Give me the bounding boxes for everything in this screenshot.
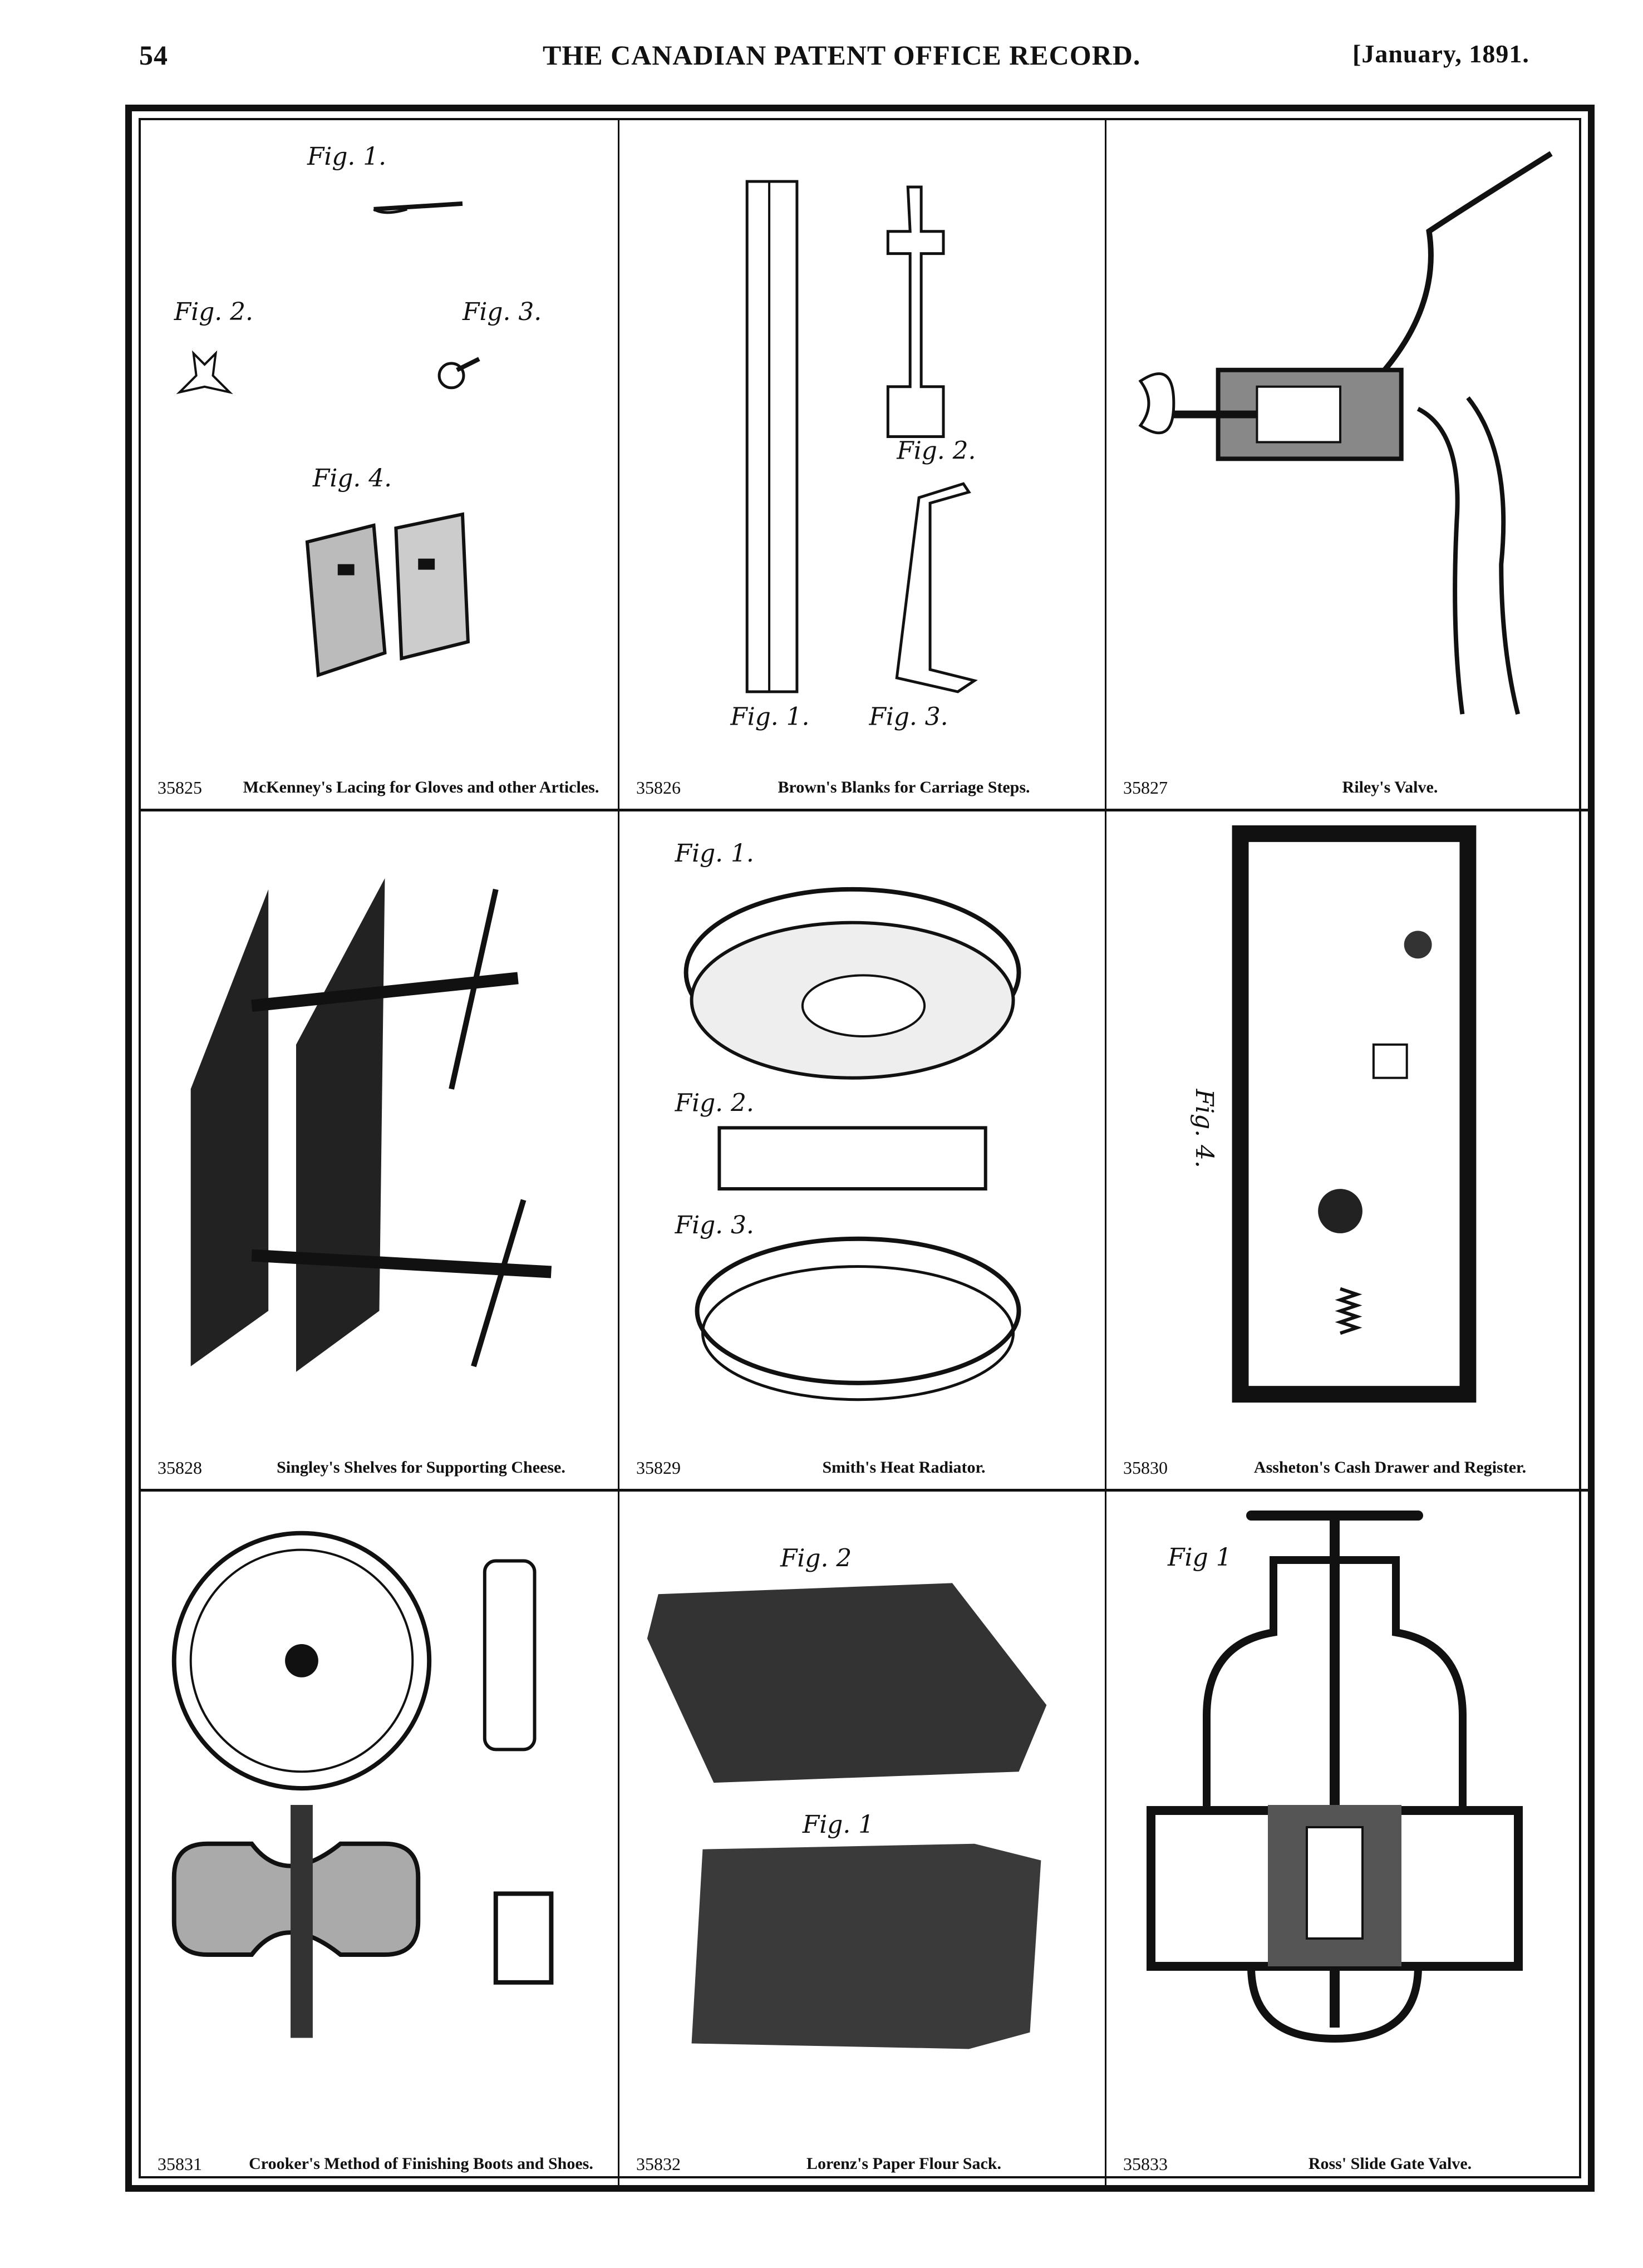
patent-title: Lorenz's Paper Flour Sack.: [806, 2154, 1001, 2173]
glove-lacing-drawing: Fig. 1. Fig. 2. Fig. 3. Fig. 4.: [174, 142, 542, 677]
patent-caption: 35830 Assheton's Cash Drawer and Register…: [1118, 1457, 1579, 1479]
fig-label: Fig. 3.: [868, 703, 948, 731]
fig-label: Fig. 2.: [896, 436, 976, 465]
patent-title: McKenney's Lacing for Gloves and other A…: [243, 778, 599, 796]
patent-caption: 35832 Lorenz's Paper Flour Sack.: [631, 2153, 1094, 2175]
patent-number: 35832: [636, 2154, 681, 2174]
fig-label: Fig. 1.: [307, 142, 386, 171]
fig-label: Fig. 3.: [675, 1211, 754, 1239]
fig-label: Fig. 1: [802, 1811, 874, 1839]
patent-title: Brown's Blanks for Carriage Steps.: [778, 778, 1030, 796]
patent-caption: 35828 Singley's Shelves for Supporting Ch…: [152, 1457, 607, 1479]
patent-title: Riley's Valve.: [1342, 778, 1438, 796]
patent-cell-35828: 35828 Singley's Shelves for Supporting Ch…: [141, 811, 619, 1492]
patent-number: 35833: [1123, 2154, 1168, 2174]
fig-label: Fig. 2: [780, 1544, 852, 1572]
patent-caption: 35831 Crooker's Method of Finishing Boots…: [152, 2153, 607, 2175]
patent-title: Singley's Shelves for Supporting Cheese.: [277, 1458, 565, 1477]
patent-cell-35825: Fig. 1. Fig. 2. Fig. 3. Fig. 4. 35825 McK…: [141, 120, 619, 811]
patent-cell-35832: Fig. 2 Fig. 1 35832 Lorenz's Paper Flour …: [619, 1492, 1106, 2185]
fig-label: Fig. 4.: [312, 464, 392, 493]
patent-number: 35830: [1123, 1458, 1168, 1478]
fig-label: Fig. 1.: [675, 839, 754, 868]
flour-sack-drawing: Fig. 2 Fig. 1: [647, 1544, 1047, 2049]
patent-caption: 35827 Riley's Valve.: [1118, 776, 1579, 799]
patent-title: Smith's Heat Radiator.: [822, 1458, 986, 1477]
fig-label: Fig. 1.: [730, 703, 809, 731]
patent-plate-frame: Fig. 1. Fig. 2. Fig. 3. Fig. 4. 35825 McK…: [125, 105, 1595, 2192]
patent-cell-35829: Fig. 1. Fig. 2. Fig. 3. 35829 Smith's Hea…: [619, 811, 1106, 1492]
carriage-step-drawing: Fig. 2. Fig. 1. Fig. 3.: [730, 180, 978, 731]
cash-drawer-drawing: Fig. 4.: [1190, 825, 1477, 1403]
patent-caption: 35825 McKenney's Lacing for Gloves and ot…: [152, 776, 607, 799]
patent-number: 35831: [158, 2154, 202, 2174]
fig-label: Fig. 2.: [174, 298, 253, 326]
patent-caption: 35826 Brown's Blanks for Carriage Steps.: [631, 776, 1094, 799]
patent-grid: Fig. 1. Fig. 2. Fig. 3. Fig. 4. 35825 McK…: [139, 118, 1590, 2185]
issue-date: [January, 1891.: [1352, 40, 1529, 68]
patent-number: 35825: [158, 778, 202, 798]
patent-number: 35829: [636, 1458, 681, 1478]
boot-finishing-drawing: [171, 1531, 554, 2038]
patent-cell-35826: Fig. 2. Fig. 1. Fig. 3. 35826 Brown's Bla…: [619, 120, 1106, 811]
patent-caption: 35829 Smith's Heat Radiator.: [631, 1457, 1094, 1479]
patent-title: Ross' Slide Gate Valve.: [1308, 2154, 1472, 2173]
gate-valve-drawing: Fig 1: [1147, 1511, 1523, 2043]
patent-number: 35826: [636, 778, 681, 798]
patent-cell-35833: Fig 1 35833 Ross' Slide Gate Valve.: [1106, 1492, 1590, 2185]
patent-caption: 35833 Ross' Slide Gate Valve.: [1118, 2153, 1579, 2175]
patent-cell-35827: 35827 Riley's Valve.: [1106, 120, 1590, 811]
heat-radiator-drawing: Fig. 1. Fig. 2. Fig. 3.: [675, 839, 1021, 1401]
page-number: 54: [139, 40, 168, 71]
cheese-shelves-drawing: [190, 878, 552, 1372]
patent-number: 35827: [1123, 778, 1168, 798]
patent-cell-35830: Fig. 4. 35830 Assheton's Cash Drawer and …: [1106, 811, 1590, 1492]
patent-title: Assheton's Cash Drawer and Register.: [1253, 1458, 1527, 1477]
fig-label: Fig. 4.: [1190, 1089, 1218, 1168]
patent-title: Crooker's Method of Finishing Boots and …: [249, 2154, 593, 2173]
fig-label: Fig 1: [1167, 1543, 1232, 1572]
patent-cell-35831: 35831 Crooker's Method of Finishing Boots…: [141, 1492, 619, 2185]
publication-title: THE CANADIAN PATENT OFFICE RECORD.: [543, 40, 1141, 71]
fig-label: Fig. 2.: [675, 1089, 754, 1118]
valve-drawing: [1138, 151, 1553, 715]
patent-number: 35828: [158, 1458, 202, 1478]
fig-label: Fig. 3.: [462, 298, 542, 326]
